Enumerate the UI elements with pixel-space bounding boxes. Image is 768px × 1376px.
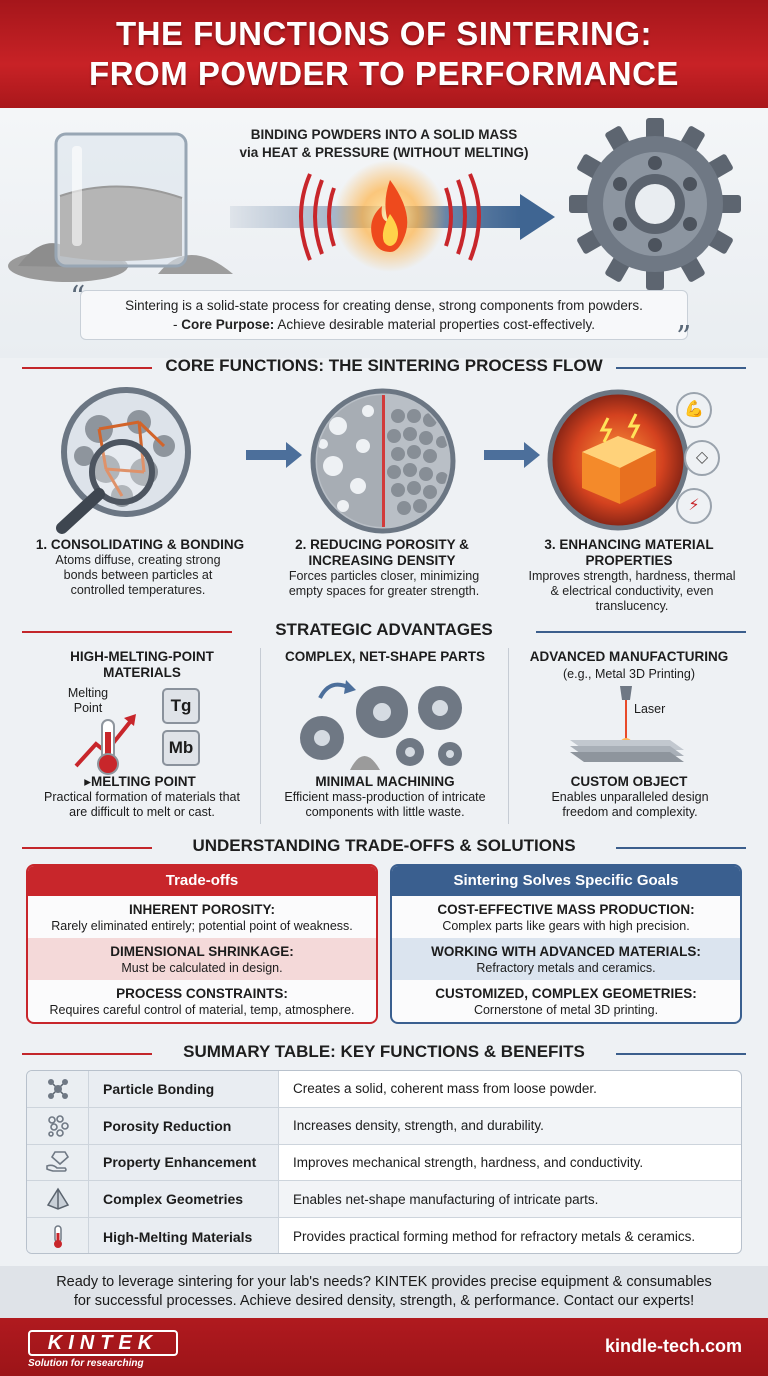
laser-printing-icon [570,686,684,762]
conductivity-icon: ⚡ [676,488,712,524]
page-title: THE FUNCTIONS OF SINTERING: FROM POWDER … [89,15,679,92]
beaker-powder-icon [8,132,233,282]
close-quote-icon: ” [676,320,692,355]
adv-2-title: COMPLEX, NET-SHAPE PARTS [284,649,486,664]
tradeoff-row: INHERENT POROSITY: Rarely eliminated ent… [51,902,353,933]
advantages-section-title: STRATEGIC ADVANTAGES [0,620,768,642]
element-chip-mb: Mb [162,730,200,766]
table-row: Complex Geometries Enables net-shape man… [27,1181,741,1219]
summary-table: Particle Bonding Creates a solid, cohere… [26,1070,742,1254]
arrow-right-icon [246,442,302,468]
kintek-logo[interactable]: KINTEK [28,1330,178,1356]
step-1-desc: Atoms diffuse, creating strong bonds bet… [55,553,221,597]
pyramid-icon [46,1187,69,1211]
tradeoff-row: PROCESS CONSTRAINTS: Requires careful co… [49,986,355,1017]
adv-1-title: HIGH-MELTING-POINT MATERIALS [70,649,214,680]
step-3-desc: Improves strength, hardness, thermal & e… [528,569,736,613]
table-row-desc: Enables net-shape manufacturing of intri… [293,1191,599,1207]
tradeoffs-panel: Trade-offs INHERENT POROSITY: Rarely eli… [26,864,378,1024]
table-row-desc: Creates a solid, coherent mass from loos… [293,1081,597,1097]
solution-row: CUSTOMIZED, COMPLEX GEOMETRIES: Cornerst… [435,986,697,1017]
table-row-desc: Increases density, strength, and durabil… [293,1118,544,1134]
hero-caption: BINDING POWDERS INTO A SOLID MASS via HE… [239,127,529,160]
page-footer: KINTEK Solution for researching kindle-t… [0,1318,768,1376]
adv-1-foot: ▸MELTING POINT [84,774,196,789]
table-row: Particle Bonding Creates a solid, cohere… [27,1071,741,1108]
table-row: Property Enhancement Improves mechanical… [27,1144,741,1182]
table-row-name: High-Melting Materials [89,1218,279,1253]
step-2-title: 2. REDUCING POROSITY & INCREASING DENSIT… [295,537,469,568]
gears-parts-icon [300,680,462,770]
logo-tagline: Solution for researching [28,1358,144,1369]
step-2-desc: Forces particles closer, minimizing empt… [288,569,480,598]
adv-3-foot: CUSTOM OBJECT [570,774,688,789]
adv-3-sub: (e.g., Metal 3D Printing) [563,667,695,681]
tradeoff-row: DIMENSIONAL SHRINKAGE: Must be calculate… [28,938,376,980]
table-row-name: Particle Bonding [89,1071,279,1107]
arrow-right-icon [484,442,540,468]
glowing-cube-icon [547,389,689,531]
thermometer-rising-icon [74,714,136,775]
heat-pressure-arrow [230,160,555,272]
table-row-name: Complex Geometries [89,1181,279,1218]
table-row: Porosity Reduction Increases density, st… [27,1107,741,1145]
element-chip-tg: Tg [162,688,200,724]
porosity-density-icon [310,388,456,534]
adv-2-foot: MINIMAL MACHINING [315,774,455,789]
laser-label: Laser [634,702,666,716]
solutions-panel-header: Sintering Solves Specific Goals [392,866,740,896]
adv-3-desc: Enables unparalleled design freedom and … [551,790,709,819]
table-row-name: Property Enhancement [89,1144,279,1181]
call-to-action: Ready to leverage sintering for your lab… [0,1266,768,1318]
thermometer-icon [53,1224,62,1248]
particles-icon [47,1114,69,1137]
molecule-icon [47,1078,68,1099]
hand-diamond-icon [45,1151,69,1173]
summary-section-title: SUMMARY TABLE: KEY FUNCTIONS & BENEFITS [0,1042,768,1064]
adv-2-desc: Efficient mass-production of intricate c… [284,790,486,819]
table-row-name: Porosity Reduction [89,1107,279,1144]
solutions-panel: Sintering Solves Specific Goals COST-EFF… [390,864,742,1024]
definition-quote: Sintering is a solid-state process for c… [80,290,688,340]
solution-row: COST-EFFECTIVE MASS PRODUCTION: Complex … [437,902,695,933]
bonding-magnifier-icon [56,387,191,534]
tradeoffs-panel-header: Trade-offs [28,866,376,896]
melting-label: Melting Point [67,686,109,715]
step-1-title: 1. CONSOLIDATING & BONDING [35,537,245,552]
strength-icon: 💪 [676,392,712,428]
website-link[interactable]: kindle-tech.com [604,1336,742,1356]
table-row: High-Melting Materials Provides practica… [27,1218,741,1253]
step-3-title: 3. ENHANCING MATERIAL PROPERTIES [544,537,714,568]
table-row-desc: Provides practical forming method for re… [293,1229,696,1245]
adv-3-title: ADVANCED MANUFACTURING [529,649,729,664]
diamond-icon: ◇ [684,440,720,476]
solution-row: WORKING WITH ADVANCED MATERIALS: Refract… [392,938,740,980]
open-quote-icon: “ [70,280,86,315]
hero-section: BINDING POWDERS INTO A SOLID MASS via HE… [0,108,768,358]
adv-1-desc: Practical formation of materials that ar… [44,790,240,819]
process-section-title: CORE FUNCTIONS: THE SINTERING PROCESS FL… [0,356,768,378]
table-row-desc: Improves mechanical strength, hardness, … [293,1154,644,1170]
gear-icon [569,118,741,290]
page-header: THE FUNCTIONS OF SINTERING: FROM POWDER … [0,0,768,108]
tradeoffs-section-title: UNDERSTANDING TRADE-OFFS & SOLUTIONS [0,836,768,858]
